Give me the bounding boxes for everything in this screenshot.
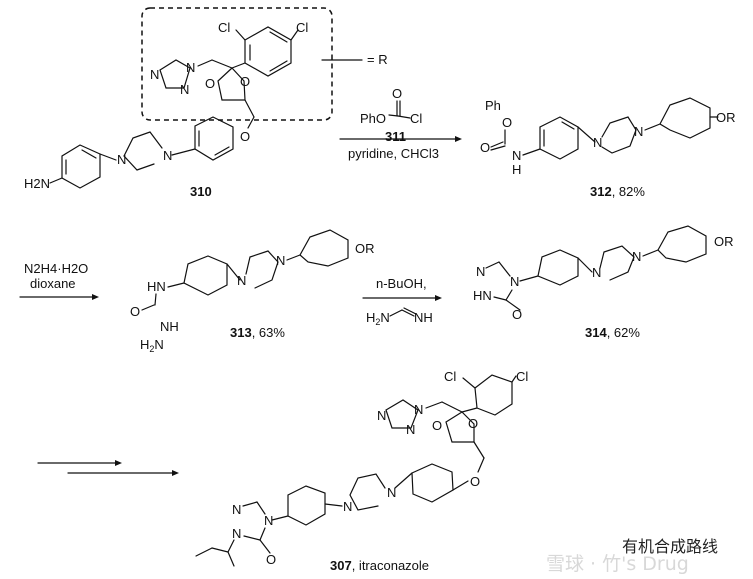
step-1-conditions: pyridine, CHCl3 — [348, 146, 439, 161]
o-atom: O — [432, 418, 442, 433]
cl-atom: Cl — [218, 20, 230, 35]
phenyl-ring — [659, 97, 711, 139]
compound-label-307: 307, itraconazole — [330, 558, 429, 573]
o-atom: O — [240, 129, 250, 144]
phenyl-ring — [194, 116, 234, 161]
step-3-solvent: n-BuOH, — [376, 276, 427, 291]
compound-314: N HN N O N N OR 314, 62% — [473, 225, 734, 340]
triazole-ring — [159, 59, 191, 89]
reagent-cl: Cl — [410, 111, 422, 126]
step-3: n-BuOH, H2N NH — [362, 276, 442, 327]
step-2: N2H4·H2O dioxane — [19, 261, 99, 300]
r-label: = R — [367, 52, 388, 67]
o-atom: O — [512, 307, 522, 322]
h-atom: H — [512, 162, 521, 177]
hn-label: HN — [147, 279, 166, 294]
n-atom: N — [180, 82, 189, 97]
n-atom: N — [232, 502, 241, 517]
o-atom: O — [130, 304, 140, 319]
n-atom: N — [406, 422, 415, 437]
dioxolane-ring — [217, 67, 246, 101]
compound-label-313: 313, 63% — [230, 325, 285, 340]
o-atom: O — [502, 115, 512, 130]
o-atom: O — [240, 74, 250, 89]
compound-313: HN N N OR O NH H2N 313, 63% — [130, 229, 375, 354]
n-atom: N — [414, 402, 423, 417]
n-atom: N — [343, 499, 352, 514]
dichlorophenyl-ring — [474, 374, 513, 416]
cl-atom: Cl — [516, 369, 528, 384]
amine-label: H2N — [24, 176, 50, 191]
n-atom: N — [264, 513, 273, 528]
n-atom: N — [512, 148, 521, 163]
phenyl-ring — [537, 249, 579, 286]
reagent-o: O — [392, 86, 402, 101]
formamidine-label: H2N — [366, 310, 390, 327]
triazole-ring — [385, 399, 419, 429]
o-atom: O — [480, 140, 490, 155]
phenyl-ring — [287, 485, 326, 526]
phenyl-ring — [183, 255, 228, 296]
compound-312: Ph O O N H N N OR 312, 82% — [480, 97, 736, 199]
n-atom: N — [237, 273, 246, 288]
phenyl-ring — [539, 116, 579, 160]
n-atom: N — [186, 60, 195, 75]
n-atom: N — [387, 485, 396, 500]
compound-310: = R Cl Cl O O N N N O N N — [24, 7, 388, 199]
n-atom: N — [232, 526, 241, 541]
step-2-solvent: dioxane — [30, 276, 76, 291]
n-atom: N — [593, 135, 602, 150]
step-1: O PhO Cl 311 pyridine, CHCl3 — [339, 86, 462, 161]
o-atom: O — [468, 416, 478, 431]
cl-atom: Cl — [296, 20, 308, 35]
aniline-ring — [61, 144, 101, 189]
nh2-label: H2N — [140, 337, 164, 354]
watermark-brand: 雪球 · 竹's Drug — [546, 553, 689, 575]
n-atom: N — [476, 264, 485, 279]
hn-label: HN — [473, 288, 492, 303]
compound-label-314: 314, 62% — [585, 325, 640, 340]
o-atom: O — [470, 474, 480, 489]
n-atom: N — [634, 124, 643, 139]
reagent-pho: PhO — [360, 111, 386, 126]
n-atom: N — [592, 265, 601, 280]
phenyl-ring — [411, 463, 454, 503]
compound-id-311: 311 — [385, 129, 406, 144]
phenyl-ring — [657, 225, 707, 263]
nh-label: NH — [414, 310, 433, 325]
step-4 — [37, 460, 179, 476]
watermark: 雪球 · 竹's Drug 有机合成路线 — [546, 537, 718, 575]
n-atom: N — [163, 148, 172, 163]
or-label: OR — [714, 234, 734, 249]
or-label: OR — [355, 241, 375, 256]
o-atom: O — [205, 76, 215, 91]
n-atom: N — [377, 408, 386, 423]
n-atom: N — [276, 253, 285, 268]
ph-label: Ph — [485, 98, 501, 113]
o-atom: O — [266, 552, 276, 567]
compound-label-312: 312, 82% — [590, 184, 645, 199]
phenyl-ring — [299, 229, 349, 267]
watermark-channel: 有机合成路线 — [622, 537, 718, 556]
nh-label: NH — [160, 319, 179, 334]
n-atom: N — [632, 249, 641, 264]
n-atom: N — [150, 67, 159, 82]
compound-307: Cl Cl O O N N N O N N N N N — [195, 369, 528, 573]
n-atom: N — [510, 274, 519, 289]
dichlorophenyl-ring — [244, 26, 292, 77]
r-group-box — [141, 7, 333, 121]
compound-id-310: 310 — [190, 184, 212, 199]
or-label: OR — [716, 110, 736, 125]
dioxolane-ring — [445, 411, 475, 443]
step-2-reagent: N2H4·H2O — [24, 261, 88, 276]
n-atom: N — [117, 152, 126, 167]
cl-atom: Cl — [444, 369, 456, 384]
